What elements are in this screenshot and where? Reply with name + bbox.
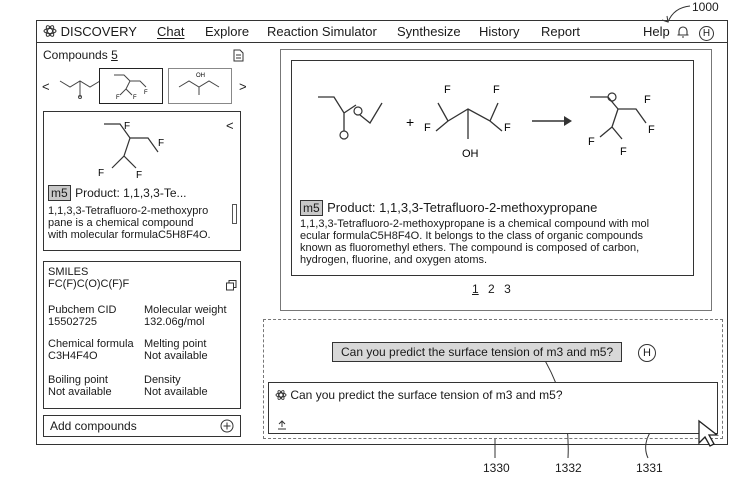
molecule-tetrafluoro-propanol: OH [178,73,220,95]
chat-input[interactable]: Can you predict the surface tension of m… [268,382,718,434]
reaction-card: + F F F F OH F F F F m5 Pr [291,60,694,276]
chat-area: Can you predict the surface tension of m… [263,319,723,439]
collapse-icon[interactable]: < [226,118,234,133]
app-window: DISCOVERY Chat Explore Reaction Simulato… [36,20,728,447]
smiles-value: FC(F)C(O)C(F)F [48,278,130,290]
figure-number: 1000 [692,0,719,14]
density-value: Not available [144,386,208,398]
result-tag: m5 [300,200,323,216]
compound-thumbnail-3[interactable]: OH [168,68,232,104]
svg-text:F: F [644,94,651,106]
brand[interactable]: DISCOVERY [43,24,137,39]
menu-bar: DISCOVERY Chat Explore Reaction Simulato… [37,21,727,43]
tab-report[interactable]: Report [541,24,581,39]
compounds-count[interactable]: 5 [111,48,118,62]
add-compounds-button[interactable]: Add compounds [43,415,241,437]
svg-text:F: F [444,84,451,96]
plus-circle-icon [220,419,234,438]
next-arrow-icon[interactable]: > [239,79,247,94]
bp-value: Not available [48,386,112,398]
callout-1332: 1332 [555,461,582,475]
formula-label: Chemical formula [48,338,134,350]
compound-thumbnail-2[interactable]: F F F [99,68,163,104]
copy-icon[interactable] [226,278,237,296]
page-2[interactable]: 2 [488,282,495,296]
mp-label: Melting point [144,338,207,350]
chat-avatar: H [638,343,656,362]
svg-text:F: F [648,124,655,136]
svg-text:F: F [144,90,148,96]
svg-text:OH: OH [462,148,479,160]
result-description: 1,1,3,3-Tetrafluoro-2-methoxypropane is … [300,218,650,266]
compound-tag: m5 [48,185,71,201]
chat-input-text-row: Can you predict the surface tension of m… [275,388,563,402]
svg-text:F: F [136,170,142,181]
formula-value: C3H4F4O [48,350,98,362]
result-panel: + F F F F OH F F F F m5 Pr [280,49,712,311]
bell-icon[interactable] [677,25,689,41]
upload-icon[interactable] [277,417,287,435]
page-3[interactable]: 3 [504,282,511,296]
tab-chat[interactable]: Chat [157,24,185,39]
reaction-scheme: + F F F F OH F F F F [318,84,655,160]
callout-1330: 1330 [483,461,510,475]
atom-icon [275,390,287,400]
prev-arrow-icon[interactable]: < [42,79,50,94]
molecule-methyl-carbonate [59,80,101,99]
cursor-icon [698,419,719,447]
compounds-label: Compounds [43,48,108,62]
molecule-tetrafluoro-methoxypropane-large: F F F F [98,121,164,181]
svg-text:F: F [424,122,431,134]
detail-title: Product: 1,1,3,3-Te... [75,186,187,200]
tab-reaction-simulator[interactable]: Reaction Simulator [267,24,377,39]
callout-1331: 1331 [636,461,663,475]
svg-text:F: F [98,168,104,179]
chat-bubble: Can you predict the surface tension of m… [332,342,623,362]
result-header: m5 Product: 1,1,3,3-Tetrafluoro-2-methox… [300,199,597,217]
svg-text:OH: OH [196,73,205,79]
pubchem-value: 15502725 [48,316,97,328]
tab-explore[interactable]: Explore [205,24,250,39]
mp-value: Not available [144,350,208,362]
bp-label: Boiling point [48,374,108,386]
add-compounds-label: Add compounds [50,419,137,433]
pagination: 1 2 3 [469,282,514,296]
svg-text:F: F [620,146,627,158]
user-avatar[interactable]: H [699,24,714,41]
brand-label: DISCOVERY [60,24,137,39]
tab-synthesize[interactable]: Synthesize [397,24,461,39]
document-icon[interactable] [233,49,244,67]
smiles-label: SMILES [48,266,89,278]
density-label: Density [144,374,181,386]
svg-text:F: F [133,95,137,101]
detail-description: 1,1,3,3-Tetrafluoro-2-methoxypro pane is… [48,205,211,241]
molecule-tetrafluoro-methoxypropane: F F F [114,74,148,101]
pubchem-label: Pubchem CID [48,304,117,316]
svg-text:F: F [493,84,500,96]
mw-label: Molecular weight [144,304,227,316]
scrollbar[interactable] [232,204,237,224]
svg-text:F: F [116,95,120,101]
svg-text:F: F [588,136,595,148]
plus-sign: + [406,114,414,130]
svg-text:F: F [158,138,164,149]
compounds-header: Compounds 5 [43,48,118,62]
svg-text:F: F [504,122,511,134]
help-link[interactable]: Help [643,24,670,39]
detail-header: m5 Product: 1,1,3,3-Te... [48,184,187,202]
compound-detail-card: F F F F < m5 Product: 1,1,3,3-Te... 1,1,… [43,111,241,251]
svg-text:F: F [124,121,130,132]
page-1[interactable]: 1 [472,282,479,296]
tab-history[interactable]: History [479,24,520,39]
chat-input-value: Can you predict the surface tension of m… [290,388,563,402]
mw-value: 132.06g/mol [144,316,205,328]
atom-icon [43,25,57,37]
properties-card: SMILES FC(F)C(O)C(F)F Pubchem CID 155027… [43,261,241,409]
result-title: Product: 1,1,3,3-Tetrafluoro-2-methoxypr… [327,200,598,215]
